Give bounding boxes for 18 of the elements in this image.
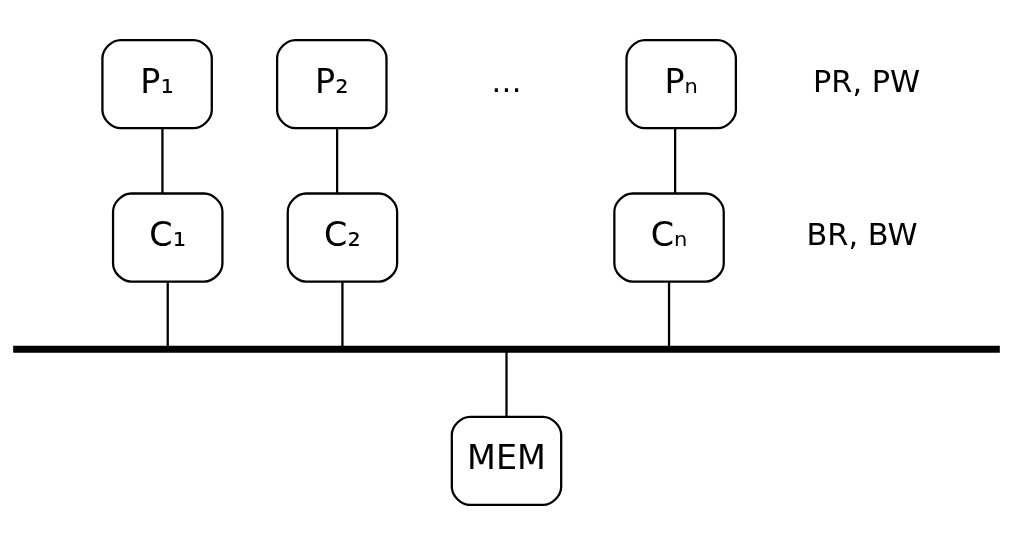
node-box: P₂ bbox=[275, 38, 388, 130]
node-box: Cₙ bbox=[613, 192, 725, 283]
node-box: C₁ bbox=[111, 192, 224, 283]
node-bar bbox=[13, 345, 1000, 353]
connector bbox=[166, 281, 169, 347]
node-box: P₁ bbox=[101, 38, 213, 130]
connector bbox=[505, 351, 508, 417]
connector bbox=[667, 281, 671, 347]
node-box: Pₙ bbox=[625, 38, 738, 130]
connector bbox=[674, 128, 677, 194]
label: PR, PW bbox=[812, 63, 921, 99]
connector bbox=[336, 128, 339, 194]
node-box: MEM bbox=[450, 415, 563, 507]
label: … bbox=[491, 63, 522, 99]
node-box: C₂ bbox=[286, 192, 399, 283]
connector bbox=[161, 128, 164, 194]
connector bbox=[341, 281, 344, 347]
label: BR, BW bbox=[806, 217, 918, 253]
